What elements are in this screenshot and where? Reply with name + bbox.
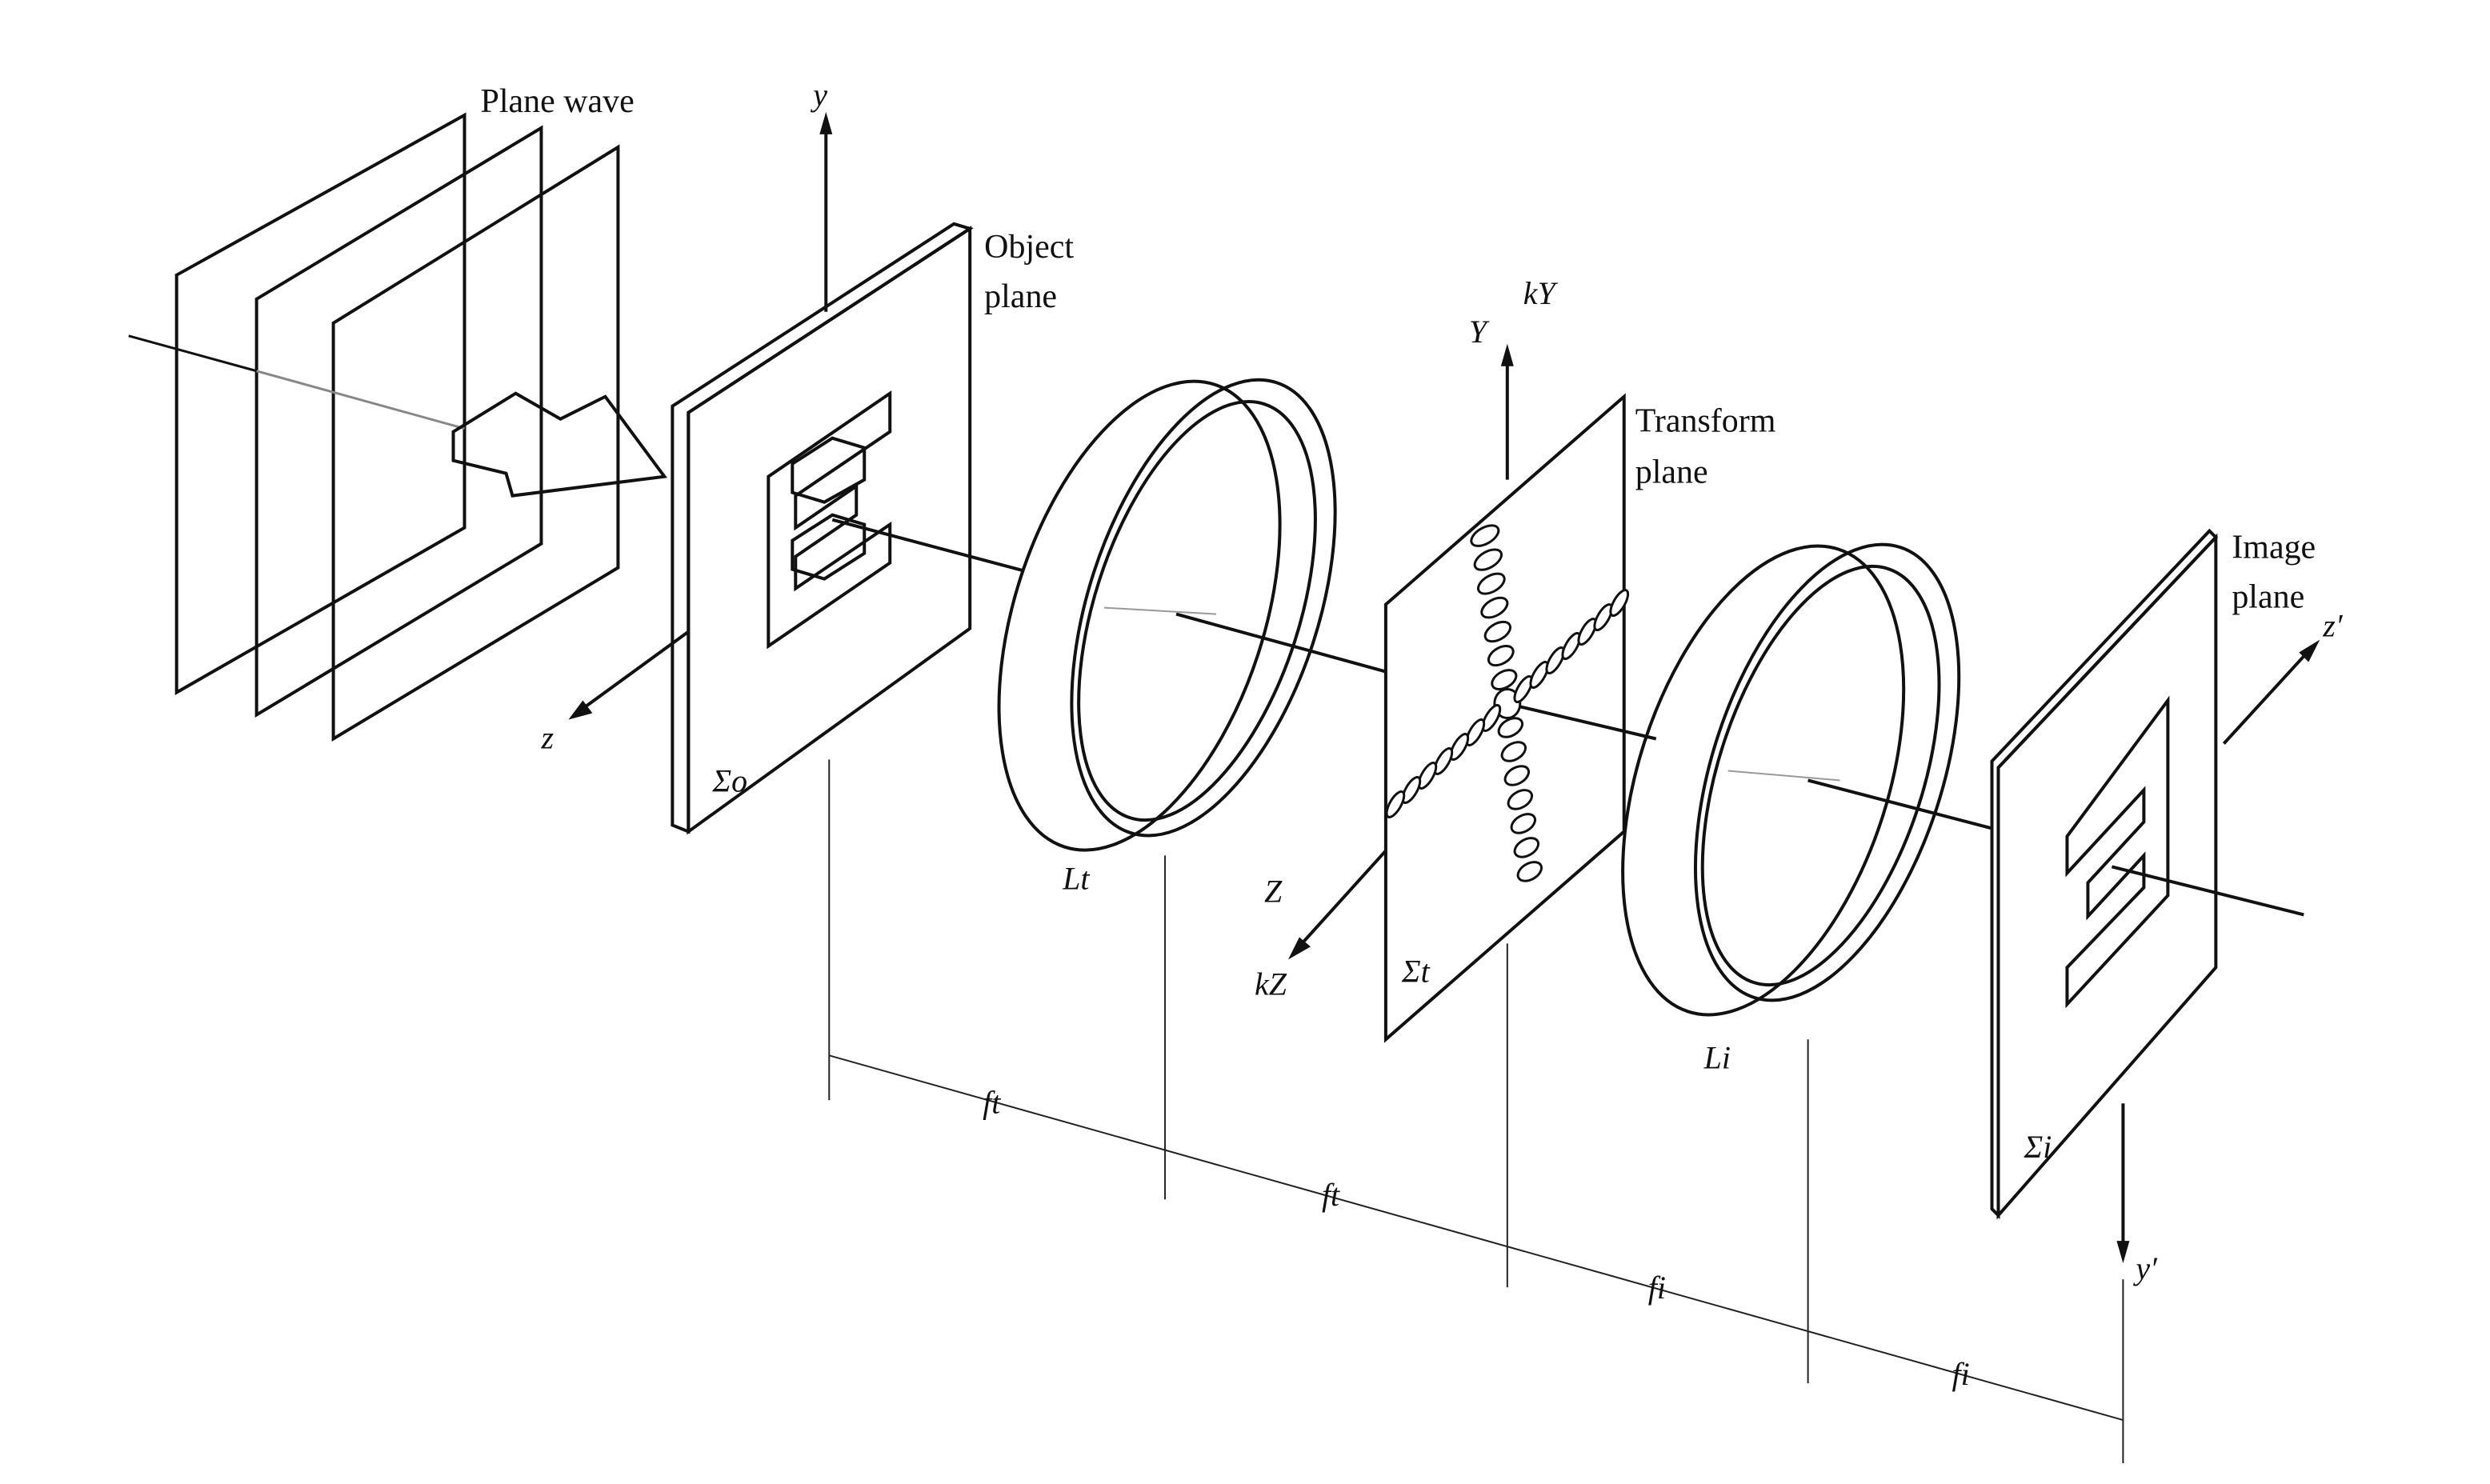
- diffraction-spot: [1513, 837, 1540, 858]
- image-z-label: z′: [2322, 608, 2344, 644]
- diffraction-spot: [1433, 747, 1454, 775]
- image-plane-label: Image: [2232, 530, 2316, 566]
- dimension-ft-1: ft: [983, 1084, 1001, 1120]
- diffraction-spot: [1609, 589, 1630, 618]
- transform-Z-label: Z: [1264, 873, 1283, 909]
- image-z-axis: [2222, 648, 2312, 745]
- transform-Y-label: Y: [1469, 314, 1490, 350]
- diffraction-spot: [1470, 524, 1500, 547]
- diffraction-spot: [1561, 632, 1582, 661]
- diffraction-spot: [1507, 789, 1534, 810]
- object-y-label: y: [810, 77, 827, 113]
- sigma-i-label: Σi: [2023, 1129, 2052, 1165]
- diffraction-spot: [1476, 572, 1506, 595]
- object-z-axis: [575, 630, 690, 715]
- lens-transform: [997, 378, 1337, 852]
- diffraction-spot: [1487, 645, 1515, 667]
- object-plane-label: Object: [984, 229, 1074, 266]
- diffraction-spot: [1500, 741, 1527, 762]
- dimension-fi-2: fi: [1952, 1356, 1970, 1392]
- diffraction-spot: [1480, 596, 1509, 619]
- diffraction-spot: [1513, 675, 1534, 704]
- diffraction-spot: [1593, 603, 1614, 632]
- diffraction-spot: [1483, 620, 1512, 643]
- propagation-arrow: [451, 391, 668, 498]
- diffraction-spot: [1545, 646, 1566, 675]
- object-plane-label-2: plane: [984, 278, 1057, 315]
- image-plane-label-2: plane: [2232, 579, 2304, 616]
- diffraction-spot: [1481, 704, 1502, 732]
- diffraction-spot: [1465, 718, 1486, 746]
- transform-kZ-label: kZ: [1255, 966, 1287, 1002]
- sigma-t-label: Σt: [1401, 953, 1431, 989]
- object-plane: [671, 222, 974, 835]
- plane-wave-fronts: [128, 112, 668, 742]
- diffraction-spot: [1503, 765, 1531, 786]
- letter-e-cutout: [767, 390, 892, 650]
- inverted-e-image: [2065, 695, 2170, 1009]
- transform-plane: [1383, 393, 1630, 1043]
- lens-image: [1621, 542, 1961, 1017]
- optical-axis: [831, 518, 1025, 573]
- transform-kY-label: kY: [1523, 275, 1559, 311]
- diffraction-spot: [1473, 548, 1503, 571]
- object-z-label: z: [540, 719, 554, 755]
- transform-plane-label-2: plane: [1635, 454, 1708, 491]
- lens-t-label: Lt: [1062, 860, 1090, 896]
- lens-i-label: Li: [1703, 1039, 1731, 1075]
- diffraction-spot: [1491, 669, 1518, 690]
- image-plane: [1990, 528, 2219, 1220]
- plane-wave-label: Plane wave: [481, 83, 635, 120]
- diffraction-spot: [1510, 813, 1537, 834]
- dimension-ft-2: ft: [1322, 1177, 1340, 1213]
- diffraction-spot: [1516, 861, 1543, 882]
- dimension-lines: [828, 759, 2124, 1464]
- transform-z-axis: [1295, 850, 1387, 951]
- dimension-fi-1: fi: [1648, 1270, 1666, 1306]
- diffraction-spot: [1401, 776, 1422, 804]
- sigma-o-label: Σo: [711, 762, 747, 798]
- diffraction-spot: [1385, 790, 1406, 818]
- diffraction-spot: [1449, 733, 1470, 761]
- transform-plane-label: Transform: [1635, 403, 1776, 440]
- image-y-label: y′: [2132, 1250, 2158, 1286]
- diffraction-spot: [1577, 618, 1598, 646]
- diffraction-spot: [1529, 661, 1550, 690]
- diffraction-spot: [1497, 717, 1524, 738]
- diffraction-spot: [1417, 762, 1438, 790]
